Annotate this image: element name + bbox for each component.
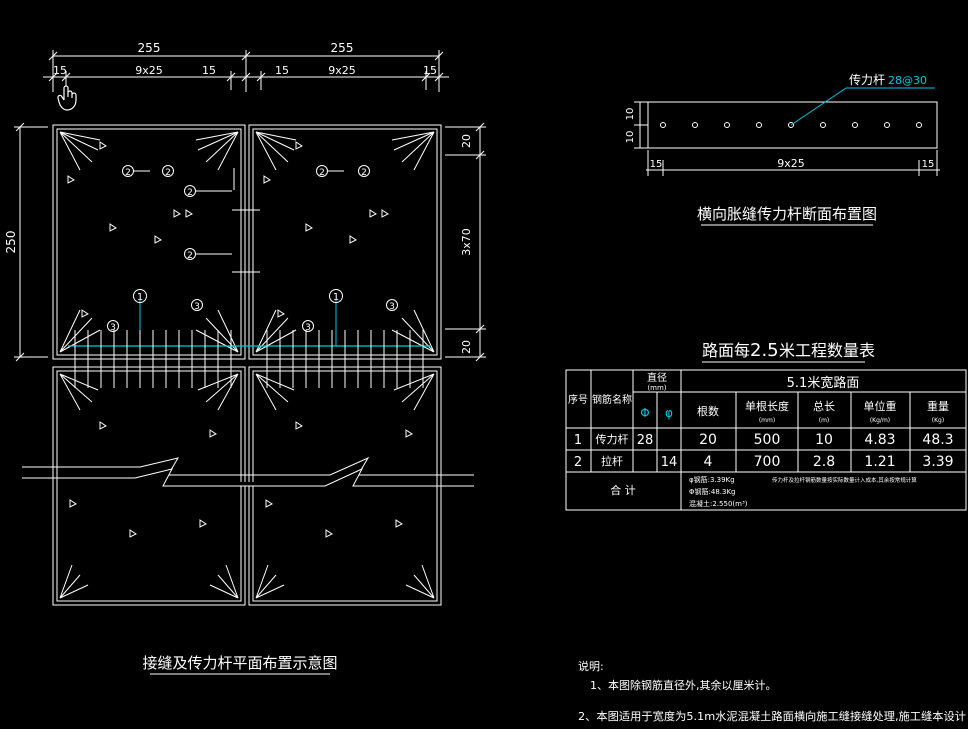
table-title-b: 2.5 [750, 340, 779, 361]
svg-text:3.39: 3.39 [922, 454, 953, 470]
section-dim-h9x25: 9x25 [777, 157, 805, 170]
dim-15b: 15 [202, 64, 216, 77]
dim-left-250: 250 [4, 231, 18, 254]
table-sum-line1: φ钢筋:3.39Kg [689, 475, 735, 484]
table-h-name: 钢筋名称 [592, 393, 632, 406]
svg-text:3: 3 [389, 302, 395, 312]
svg-text:14: 14 [661, 455, 678, 470]
dim-15d: 15 [423, 64, 437, 77]
table-h-no: 序号 [568, 393, 588, 406]
svg-text:1: 1 [574, 433, 582, 448]
dim-top-left: 255 [138, 41, 161, 55]
table-h-dia: 直径 [647, 371, 667, 384]
svg-text:2: 2 [187, 188, 193, 198]
table-row: 2 拉杆 14 4 700 2.8 1.21 3.39 [574, 454, 954, 470]
table-h-dia-unit: (mm) [647, 384, 666, 392]
svg-text:(m): (m) [819, 417, 830, 424]
svg-text:3: 3 [110, 323, 116, 333]
dim-right-3x70: 3x70 [460, 228, 473, 256]
svg-text:1.21: 1.21 [864, 454, 895, 470]
dim-15a: 15 [53, 64, 67, 77]
section-title: 横向胀缝传力杆断面布置图 [697, 205, 877, 223]
dim-15c: 15 [275, 64, 289, 77]
table-title-a: 路面每 [702, 341, 750, 360]
quantity-table: 路面每 2.5 米工程数量表 序号 钢筋名称 直径 (mm) Φ φ 5.1米宽… [565, 340, 967, 511]
slab-upper-right [248, 124, 442, 360]
table-col-len: 单根长度 [745, 399, 789, 413]
table-col-unitw: 单位重 [864, 399, 897, 413]
table-col-weight: 重量 [927, 399, 949, 413]
svg-text:3: 3 [305, 323, 311, 333]
table-sum-label: 合 计 [610, 483, 636, 497]
table-title-c: 米工程数量表 [779, 341, 875, 360]
section-view: 传力杆 28@30 10 10 15 9x25 15 横向胀缝传力杆断面布置图 [625, 72, 940, 226]
svg-text:4.83: 4.83 [864, 432, 895, 448]
svg-text:1: 1 [137, 292, 143, 303]
svg-text:2: 2 [361, 168, 367, 178]
svg-text:700: 700 [754, 454, 781, 470]
svg-text:2: 2 [187, 251, 193, 261]
svg-text:2: 2 [319, 168, 325, 178]
notes: 说明: 1、本图除钢筋直径外,其余以厘米计。 2、本图适用于宽度为5.1m水泥混… [578, 659, 966, 723]
svg-text:2: 2 [165, 168, 171, 178]
svg-text:(Kg): (Kg) [932, 417, 944, 424]
dim-9x25b: 9x25 [328, 64, 356, 77]
table-h-dia-b: φ [665, 406, 673, 420]
svg-text:10: 10 [815, 432, 833, 448]
table-h-dia-a: Φ [640, 406, 649, 420]
table-sum-line3: 混凝土:2.550(m³) [689, 499, 748, 508]
rebar-markers: 2 2 2 2 2 2 1 1 3 3 3 3 [107, 165, 398, 333]
table-h-group: 5.1米宽路面 [787, 375, 860, 391]
svg-text:拉杆: 拉杆 [601, 454, 623, 468]
dim-9x25a: 9x25 [135, 64, 163, 77]
dim-right-20a: 20 [460, 134, 473, 148]
section-slab [647, 101, 938, 149]
svg-text:2.8: 2.8 [813, 454, 835, 470]
section-dowel-spec: 28@30 [888, 74, 927, 87]
svg-text:500: 500 [754, 432, 781, 448]
section-dim-h15a: 15 [650, 159, 663, 170]
notes-line1: 1、本图除钢筋直径外,其余以厘米计。 [590, 678, 777, 692]
table-col-count: 根数 [697, 404, 719, 418]
plan-view: 255 255 15 9x25 15 15 9x25 15 250 [4, 41, 486, 675]
svg-text:4: 4 [704, 454, 713, 470]
dowel-bars [68, 300, 430, 388]
notes-heading: 说明: [578, 659, 604, 673]
plan-title: 接缝及传力杆平面布置示意图 [142, 654, 337, 672]
concrete-hatch [67, 141, 413, 538]
section-dim-v10a: 10 [625, 108, 636, 121]
table-sum-line2: Φ钢筋:48.3Kg [689, 487, 736, 496]
svg-text:2: 2 [125, 168, 131, 178]
svg-text:2: 2 [574, 455, 582, 470]
section-dowel-label: 传力杆 [849, 72, 885, 87]
svg-text:(Kg/m): (Kg/m) [870, 417, 890, 424]
dim-right-20b: 20 [460, 340, 473, 354]
dim-top-right: 255 [331, 41, 354, 55]
svg-text:3: 3 [194, 302, 200, 312]
table-sum-note: 传力杆及拉杆钢筋数量按实际数量计入成本,其余按常规计算 [772, 476, 917, 484]
notes-line2: 2、本图适用于宽度为5.1m水泥混凝土路面横向施工缝接缝处理,施工缝本设计 [578, 709, 966, 723]
svg-text:48.3: 48.3 [922, 432, 953, 448]
svg-text:28: 28 [637, 433, 654, 448]
table-row: 1 传力杆 28 20 500 10 4.83 48.3 [574, 432, 954, 448]
section-dim-v10b: 10 [625, 131, 636, 144]
svg-text:1: 1 [333, 292, 339, 303]
slab-upper-left [52, 124, 246, 360]
svg-text:传力杆: 传力杆 [596, 432, 629, 446]
svg-text:20: 20 [699, 432, 717, 448]
svg-text:(mm): (mm) [759, 417, 775, 424]
section-dim-h15b: 15 [922, 159, 935, 170]
table-col-total: 总长 [813, 399, 835, 413]
hand-cursor-icon [57, 85, 77, 111]
break-line [22, 456, 474, 487]
